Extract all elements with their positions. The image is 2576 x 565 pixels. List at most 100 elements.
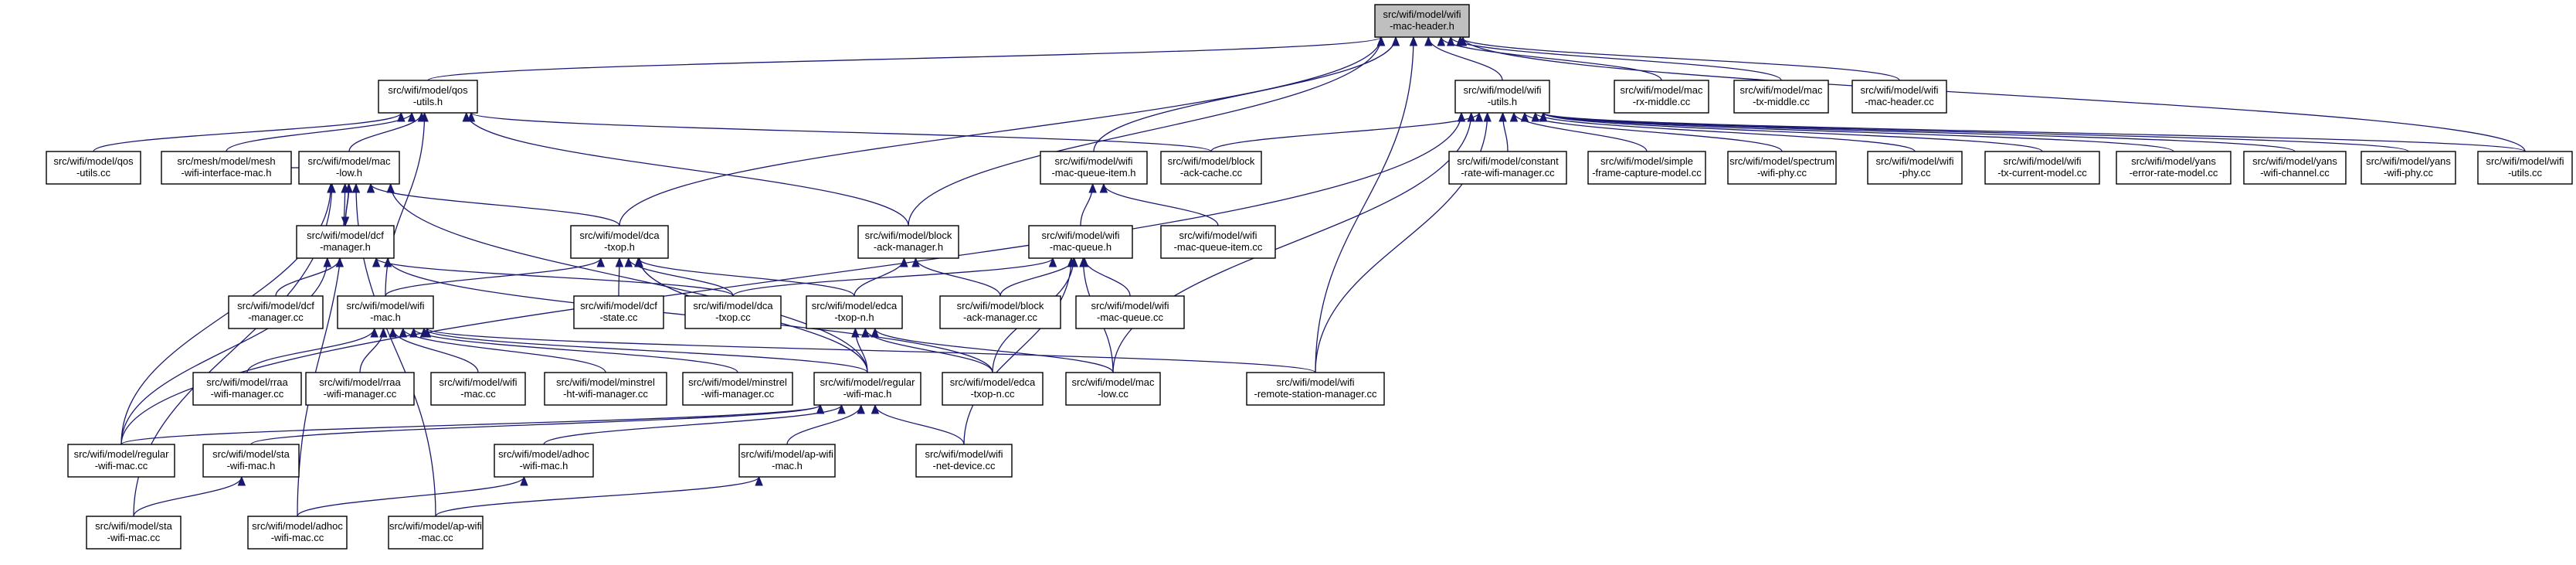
node-mac-rx-middle-cc[interactable]: src/wifi/model/mac-rx-middle.cc: [1614, 80, 1709, 114]
edge-dca-txop-h-to-mac-low-h: [366, 182, 620, 226]
edge-wifi-utils-cc-to-wifi-mac-header-h: [1458, 36, 2526, 152]
node-label: -tx-current-model.cc: [1997, 167, 2087, 179]
edge-wifi-mac-queue-h-to-wifi-mac-queue-item-h: [1080, 182, 1097, 226]
node-wifi-net-device-cc[interactable]: src/wifi/model/wifi-net-device.cc: [915, 444, 1013, 478]
node-mac-low-cc[interactable]: src/wifi/model/mac-low.cc: [1065, 372, 1161, 406]
edge-line: [1543, 112, 2296, 152]
node-qos-utils-h[interactable]: src/wifi/model/qos-utils.h: [378, 80, 478, 114]
node-minstrel-ht-wifi-manager-cc[interactable]: src/wifi/model/minstrel-ht-wifi-manager.…: [544, 372, 667, 406]
node-label: src/wifi/model/wifi: [346, 300, 424, 311]
node-box: [298, 151, 400, 185]
edge-regular-wifi-mac-cc-to-dcf-manager-h: [120, 257, 332, 445]
node-yans-wifi-phy-cc[interactable]: src/wifi/model/yans-wifi-phy.cc: [2360, 151, 2456, 185]
node-label: -mac.h: [370, 311, 401, 323]
edge-line: [1459, 36, 1900, 81]
node-label: src/wifi/model/wifi: [1179, 230, 1257, 241]
node-box: [2477, 151, 2573, 185]
node-yans-error-rate-model-cc[interactable]: src/wifi/model/yans-error-rate-model.cc: [2116, 151, 2232, 185]
node-block-ack-manager-h[interactable]: src/wifi/model/block-ack-manager.h: [857, 225, 959, 259]
node-dcf-state-cc[interactable]: src/wifi/model/dcf-state.cc: [573, 295, 664, 329]
node-constant-rate-wifi-manager-cc[interactable]: src/wifi/model/constant-rate-wifi-manage…: [1448, 151, 1567, 185]
edge-arrowhead: [837, 403, 846, 414]
node-wifi-utils-cc[interactable]: src/wifi/model/wifi-utils.cc: [2477, 151, 2573, 185]
node-qos-utils-cc[interactable]: src/wifi/model/qos-utils.cc: [46, 151, 141, 185]
node-regular-wifi-mac-h[interactable]: src/wifi/model/regular-wifi-mac.h: [813, 372, 921, 406]
node-block-ack-manager-cc[interactable]: src/wifi/model/block-ack-manager.cc: [939, 295, 1061, 329]
node-minstrel-wifi-manager-cc[interactable]: src/wifi/model/minstrel-wifi-manager.cc: [682, 372, 793, 406]
node-label: src/wifi/model/ap-wifi: [741, 448, 833, 460]
edge-line: [120, 257, 328, 445]
node-label: src/wifi/model/edca: [812, 300, 898, 311]
node-wifi-mac-queue-cc[interactable]: src/wifi/model/wifi-mac-queue.cc: [1075, 295, 1185, 329]
node-label: src/wifi/model/mac: [1621, 84, 1703, 96]
node-edca-txop-n-h[interactable]: src/wifi/model/edca-txop-n.h: [806, 295, 903, 329]
edge-line: [133, 476, 243, 517]
edge-qos-utils-cc-to-qos-utils-h: [93, 111, 406, 152]
node-regular-wifi-mac-cc[interactable]: src/wifi/model/regular-wifi-mac.cc: [67, 444, 175, 478]
node-yans-wifi-channel-cc[interactable]: src/wifi/model/yans-wifi-channel.cc: [2243, 151, 2347, 185]
node-label: -state.cc: [599, 311, 638, 323]
node-aarf-wifi-manager-cc[interactable]: src/wifi/model/rraa-wifi-manager.cc: [192, 372, 302, 406]
node-ap-wifi-mac-cc[interactable]: src/wifi/model/ap-wifi-mac.cc: [388, 516, 484, 550]
node-wifi-remote-station-manager-cc[interactable]: src/wifi/model/wifi-remote-station-manag…: [1246, 372, 1385, 406]
node-wifi-mac-queue-item-cc[interactable]: src/wifi/model/wifi-mac-queue-item.cc: [1160, 225, 1276, 259]
node-label: -wifi-channel.cc: [2260, 167, 2330, 179]
node-label: src/wifi/model/ap-wifi: [389, 520, 482, 532]
node-box: [1454, 80, 1550, 114]
node-label: -mac.cc: [460, 388, 496, 400]
node-label: -ack-manager.cc: [963, 311, 1038, 323]
node-wifi-mac-queue-item-h[interactable]: src/wifi/model/wifi-mac-queue-item.h: [1040, 151, 1148, 185]
edge-ap-wifi-mac-h-to-regular-wifi-mac-h: [786, 403, 865, 445]
node-box: [46, 151, 141, 185]
edge-arrowhead: [335, 257, 344, 267]
node-rraa-wifi-manager-cc[interactable]: src/wifi/model/rraa-wifi-manager.cc: [305, 372, 415, 406]
node-dcf-manager-h[interactable]: src/wifi/model/dcf-manager.h: [296, 225, 395, 259]
edge-line: [1315, 36, 1414, 373]
edge-line: [1210, 112, 1480, 152]
node-wifi-mac-header-cc[interactable]: src/wifi/model/wifi-mac-header.cc: [1851, 80, 1947, 114]
node-wifi-phy-cc[interactable]: src/wifi/model/wifi-phy.cc: [1867, 151, 1963, 185]
edge-regular-wifi-mac-h-to-wifi-mac-h: [419, 327, 868, 373]
edge-dca-txop-cc-to-wifi-mac-queue-h: [732, 257, 1057, 297]
edge-line: [1103, 183, 1219, 226]
edge-line: [426, 328, 1316, 373]
edge-arrowhead: [1531, 111, 1539, 122]
node-wifi-mac-cc[interactable]: src/wifi/model/wifi-mac.cc: [430, 372, 526, 406]
node-mesh-wifi-interface-mac-h[interactable]: src/mesh/model/mesh-wifi-interface-mac.h: [161, 151, 292, 185]
node-spectrum-wifi-phy-cc[interactable]: src/wifi/model/spectrum-wifi-phy.cc: [1727, 151, 1837, 185]
edge-wifi-mac-queue-item-h-to-wifi-mac-header-h: [1093, 36, 1400, 152]
edge-line: [427, 36, 1382, 81]
node-wifi-mac-queue-h[interactable]: src/wifi/model/wifi-mac-queue.h: [1028, 225, 1133, 259]
edge-line: [1000, 257, 1075, 297]
node-box: [494, 444, 594, 478]
node-wifi-mac-header-h[interactable]: src/wifi/model/wifi-mac-header.h: [1374, 4, 1470, 38]
node-adhoc-wifi-mac-cc[interactable]: src/wifi/model/adhoc-wifi-mac.cc: [247, 516, 348, 550]
node-dca-txop-h[interactable]: src/wifi/model/dca-txop.h: [570, 225, 669, 259]
node-wifi-mac-h[interactable]: src/wifi/model/wifi-mac.h: [337, 295, 434, 329]
edge-line: [1427, 36, 1503, 81]
node-dcf-manager-cc[interactable]: src/wifi/model/dcf-manager.cc: [228, 295, 324, 329]
node-block-ack-cache-cc[interactable]: src/wifi/model/block-ack-cache.cc: [1160, 151, 1262, 185]
node-wifi-utils-h[interactable]: src/wifi/model/wifi-utils.h: [1454, 80, 1550, 114]
edge-arrowhead: [409, 327, 418, 338]
node-adhoc-wifi-mac-h[interactable]: src/wifi/model/adhoc-wifi-mac.h: [494, 444, 594, 478]
node-label: -wifi-phy.cc: [2384, 167, 2434, 179]
node-sta-wifi-mac-cc[interactable]: src/wifi/model/sta-wifi-mac.cc: [86, 516, 182, 550]
edge-adhoc-wifi-mac-h-to-regular-wifi-mac-h: [543, 403, 846, 445]
edge-dca-txop-cc-to-dcf-manager-h: [372, 257, 734, 297]
node-simple-frame-capture-model-cc[interactable]: src/wifi/model/simple-frame-capture-mode…: [1587, 151, 1706, 185]
node-sta-wifi-mac-h[interactable]: src/wifi/model/sta-wifi-mac.h: [202, 444, 300, 478]
node-box: [228, 295, 324, 329]
edge-line: [120, 404, 821, 445]
edge-line: [1543, 112, 2409, 152]
node-dca-txop-cc[interactable]: src/wifi/model/dca-txop.cc: [684, 295, 782, 329]
node-edca-txop-n-cc[interactable]: src/wifi/model/edca-txop-n.cc: [942, 372, 1044, 406]
node-wifi-tx-current-model-cc[interactable]: src/wifi/model/wifi-tx-current-model.cc: [1984, 151, 2100, 185]
node-mac-low-h[interactable]: src/wifi/model/mac-low.h: [298, 151, 400, 185]
edge-line: [543, 404, 843, 445]
edge-mac-low-cc-to-edca-txop-n-h: [871, 327, 1114, 373]
node-ap-wifi-mac-h[interactable]: src/wifi/model/ap-wifi-mac.h: [738, 444, 836, 478]
edge-arrowhead: [366, 182, 375, 193]
edge-arrowhead: [341, 182, 349, 193]
node-mac-tx-middle-cc[interactable]: src/wifi/model/mac-tx-middle.cc: [1733, 80, 1829, 114]
